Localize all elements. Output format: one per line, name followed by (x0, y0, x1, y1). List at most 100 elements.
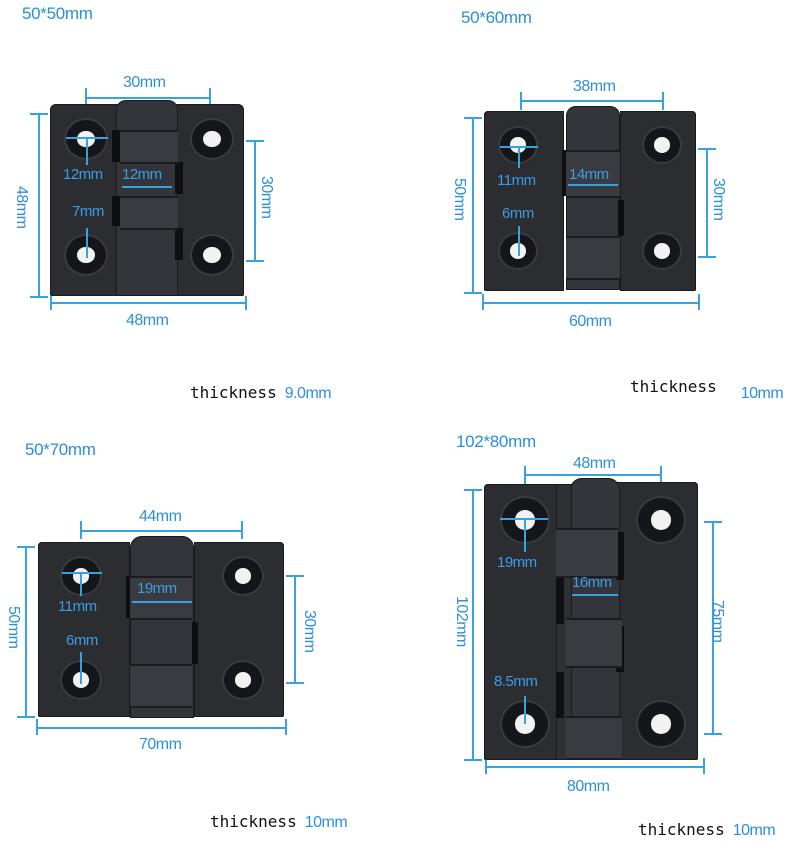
thickness-value: 9.0mm (284, 385, 332, 402)
dimension-line-hole (524, 518, 526, 552)
dimension-tick (36, 719, 38, 735)
dimension-right-span: 30mm (301, 610, 318, 653)
dimension-line-right (706, 148, 708, 256)
dimension-bottom-width: 70mm (139, 736, 182, 753)
dimension-tick (520, 92, 522, 110)
thickness-label: thickness (190, 383, 277, 402)
hinge-gap (616, 532, 624, 580)
dimension-left-height: 50mm (451, 178, 468, 221)
dimension-line-top (524, 474, 660, 476)
dimension-knuckle-width: 12mm (122, 166, 162, 183)
dimension-tick (464, 292, 482, 294)
dimension-right-span: 30mm (710, 178, 727, 221)
dimension-top-span: 38mm (573, 78, 616, 95)
dimension-hole-diameter: 12mm (63, 166, 103, 183)
hinge-knuckle (566, 236, 620, 280)
dimension-line-knuckle (572, 594, 618, 596)
dimension-tick (698, 294, 700, 310)
dimension-line-top (85, 97, 210, 99)
dimension-tick (703, 758, 705, 774)
dimension-tick (482, 294, 484, 310)
dimension-line-hole (80, 572, 82, 596)
dimension-hole-inner: 6mm (66, 632, 98, 649)
dimension-bottom-width: 80mm (567, 778, 610, 795)
dimension-line-left (472, 489, 474, 759)
dimension-tick (286, 682, 304, 684)
dimension-line-knuckle (122, 186, 172, 188)
dimension-bottom-width: 48mm (126, 312, 169, 329)
hinge-knuckle (120, 130, 178, 164)
dimension-tick (246, 260, 264, 262)
dimension-hole-inner: 6mm (502, 205, 534, 222)
dimension-left-height: 50mm (5, 606, 22, 649)
dimension-line-bottom (36, 727, 286, 729)
size-label: 50*60mm (461, 8, 532, 27)
dimension-line-right (294, 575, 296, 682)
dimension-hole-diameter: 19mm (497, 554, 537, 571)
dimension-line-right (712, 521, 714, 733)
dimension-tick (241, 521, 243, 539)
hinge-knuckle (566, 716, 622, 760)
dimension-line-bottom (50, 302, 245, 304)
dimension-hole-inner: 7mm (72, 203, 104, 220)
hinge-knuckle (556, 528, 618, 578)
dimension-line-hole (518, 226, 520, 256)
screw-hole (642, 232, 682, 270)
dimension-tick (30, 113, 48, 115)
dimension-tick (17, 716, 35, 718)
dimension-tick (704, 733, 722, 735)
screw-hole (190, 118, 234, 160)
dimension-line-hole (518, 146, 520, 168)
thickness-label: thickness (630, 377, 717, 396)
thickness-note: thickness 10mm (630, 377, 784, 402)
dimension-tick (660, 466, 662, 484)
dimension-line-bottom (482, 302, 698, 304)
hinge-knuckle (566, 150, 620, 198)
thickness-value: 10mm (304, 814, 348, 831)
dimension-knuckle-width: 19mm (137, 580, 177, 597)
hinge-gap (192, 622, 198, 664)
dimension-tick (209, 88, 211, 106)
size-label: 50*50mm (22, 4, 93, 23)
hinge-knuckle (566, 618, 622, 668)
dimension-left-height: 48mm (13, 186, 30, 229)
dimension-line-hole (62, 572, 102, 574)
dimension-line-hole (524, 696, 526, 724)
size-label: 50*70mm (25, 440, 96, 459)
dimension-tick (464, 117, 482, 119)
dimension-line-right (254, 140, 256, 260)
thickness-value: 10mm (740, 385, 784, 402)
dimension-line-knuckle (132, 601, 192, 603)
dimension-line-hole (80, 652, 82, 684)
hinge-gap (112, 196, 120, 226)
dimension-line-knuckle (568, 184, 618, 186)
hinge-knuckle (130, 664, 192, 708)
dimension-tick (524, 466, 526, 484)
hinge-gap (126, 576, 132, 618)
hinge-gap (562, 150, 568, 196)
screw-hole (636, 700, 686, 748)
thickness-note: thickness 9.0mm (190, 383, 332, 403)
screw-hole (222, 660, 264, 700)
dimension-line-bottom (485, 766, 703, 768)
dimension-tick (662, 92, 664, 110)
dimension-tick (246, 140, 264, 142)
dimension-tick (485, 758, 487, 774)
dimension-tick (285, 719, 287, 735)
dimension-tick (30, 296, 48, 298)
hinge-gap (112, 130, 120, 162)
dimension-line-left (25, 546, 27, 716)
dimension-top-span: 48mm (573, 455, 616, 472)
dimension-line-hole (86, 137, 88, 165)
dimension-tick (50, 296, 52, 310)
dimension-knuckle-width: 16mm (572, 574, 612, 591)
screw-hole (642, 126, 682, 164)
dimension-top-span: 44mm (139, 508, 182, 525)
dimension-tick (17, 546, 35, 548)
dimension-tick (698, 148, 716, 150)
dimension-right-span: 30mm (258, 176, 275, 219)
hinge-gap (618, 200, 624, 236)
size-label: 102*80mm (456, 432, 536, 451)
dimension-hole-diameter: 11mm (58, 598, 97, 615)
